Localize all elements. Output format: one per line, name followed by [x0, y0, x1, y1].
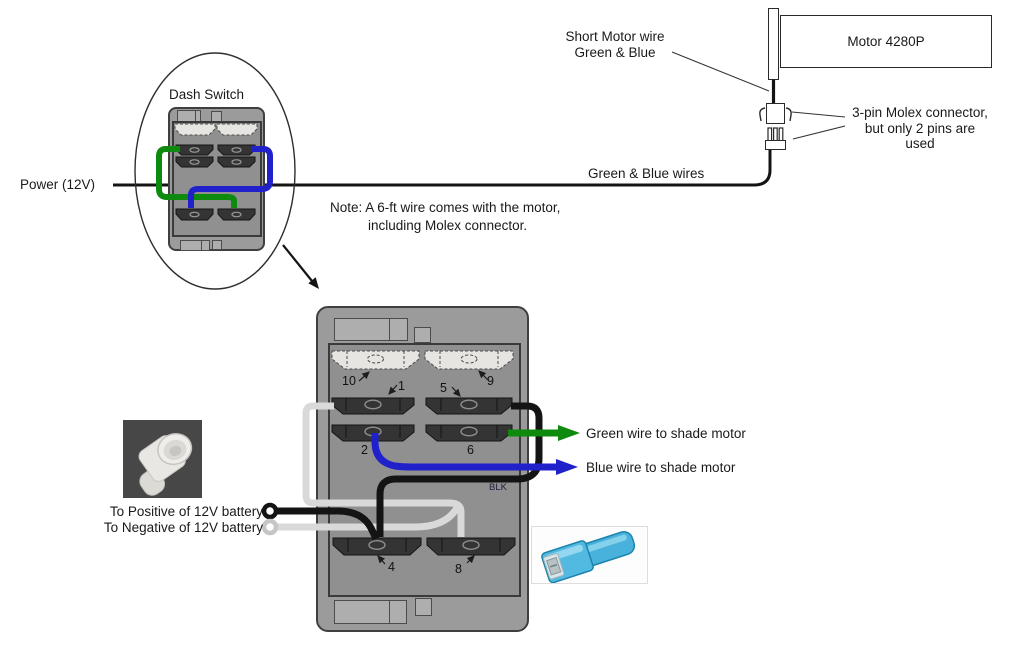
terminal-holes — [364, 399, 480, 550]
pin-5-label: 5 — [440, 381, 447, 395]
pin-6-label: 6 — [467, 443, 474, 457]
pin-1-label: 1 — [398, 379, 405, 393]
molex-wing-left — [759, 107, 766, 122]
rocker-terminals-dashed — [331, 350, 514, 370]
blue-spade-terminal-drawing — [541, 531, 636, 583]
pin-10-label: 10 — [342, 374, 356, 388]
power-label: Power (12V) — [20, 177, 96, 192]
pin-8-label: 8 — [455, 562, 462, 576]
main-switch-tab-bottom — [334, 600, 407, 624]
note-line1: Note: A 6-ft wire comes with the motor, — [330, 200, 561, 215]
short-motor-wire-line1: Short Motor wire — [565, 29, 665, 44]
mini-switch-tab-bottom-small — [212, 240, 222, 250]
black-jumper-wire — [376, 402, 543, 537]
molex-connector-lower — [765, 140, 786, 150]
mini-switch-internals — [174, 123, 258, 221]
short-motor-wire-pointer — [671, 51, 770, 92]
motor-label: Motor 4280P — [847, 34, 925, 49]
battery-negative-label: To Negative of 12V battery — [103, 520, 263, 535]
mini-green-jumper-wire — [156, 146, 237, 208]
battery-negative-wire — [277, 504, 462, 531]
blk-label: BLK — [489, 482, 507, 493]
blue-wire-label: Blue wire to shade motor — [586, 460, 736, 475]
mini-switch-tab-bottom — [180, 240, 210, 251]
molex-pointer-lower — [792, 125, 846, 140]
power-wire — [113, 150, 772, 187]
mini-terminals — [175, 144, 256, 221]
positive-ring-terminal — [261, 502, 279, 520]
molex-line1: 3-pin Molex connector, — [852, 105, 988, 120]
molex-line2: but only 2 pins are — [864, 120, 976, 136]
negative-ring-terminal — [261, 518, 279, 536]
mini-rocker-dashed — [174, 123, 258, 136]
mini-blue-jumper-wire — [188, 146, 273, 208]
battery-positive-wire — [277, 507, 380, 541]
motor-shaft-tube — [768, 8, 779, 80]
battery-positive-label: To Positive of 12V battery — [109, 504, 263, 519]
blue-spade-terminal-photo — [531, 526, 648, 584]
wire-nut-photo — [123, 420, 202, 498]
zoom-arrow — [282, 244, 319, 289]
short-motor-wire-line2: Green & Blue — [574, 44, 656, 60]
molex-pointer-upper — [791, 111, 846, 118]
short-motor-wire-label: Short Motor wire Green & Blue — [549, 29, 681, 60]
green-blue-wires-label: Green & Blue wires — [588, 166, 705, 181]
blue-output-wire — [371, 433, 578, 475]
dash-switch-ellipse — [134, 52, 296, 290]
green-wire-label: Green wire to shade motor — [586, 426, 746, 441]
dash-switch-label: Dash Switch — [169, 87, 245, 102]
wire-nut-drawing — [138, 433, 193, 496]
pin-number-arrows — [358, 370, 489, 565]
main-switch-tab-bottom-small — [415, 598, 432, 616]
main-switch-tab-top — [334, 318, 408, 341]
terminal-dividers — [345, 398, 501, 552]
motor-box: Motor 4280P — [780, 15, 992, 68]
molex-connector-upper — [766, 103, 785, 124]
green-output-wire — [508, 425, 580, 441]
molex-line3: used — [905, 136, 935, 151]
pin-2-label: 2 — [361, 443, 368, 457]
note-line2: including Molex connector. — [368, 218, 528, 233]
mini-terminal-holes — [189, 147, 242, 218]
main-switch-tab-top-small — [414, 327, 431, 343]
molex-wing-right — [785, 107, 792, 122]
molex-label: 3-pin Molex connector, but only 2 pins a… — [836, 105, 1004, 152]
pin-9-label: 9 — [487, 374, 494, 388]
pin-4-label: 4 — [388, 560, 395, 574]
white-jumper-wire — [302, 402, 465, 537]
